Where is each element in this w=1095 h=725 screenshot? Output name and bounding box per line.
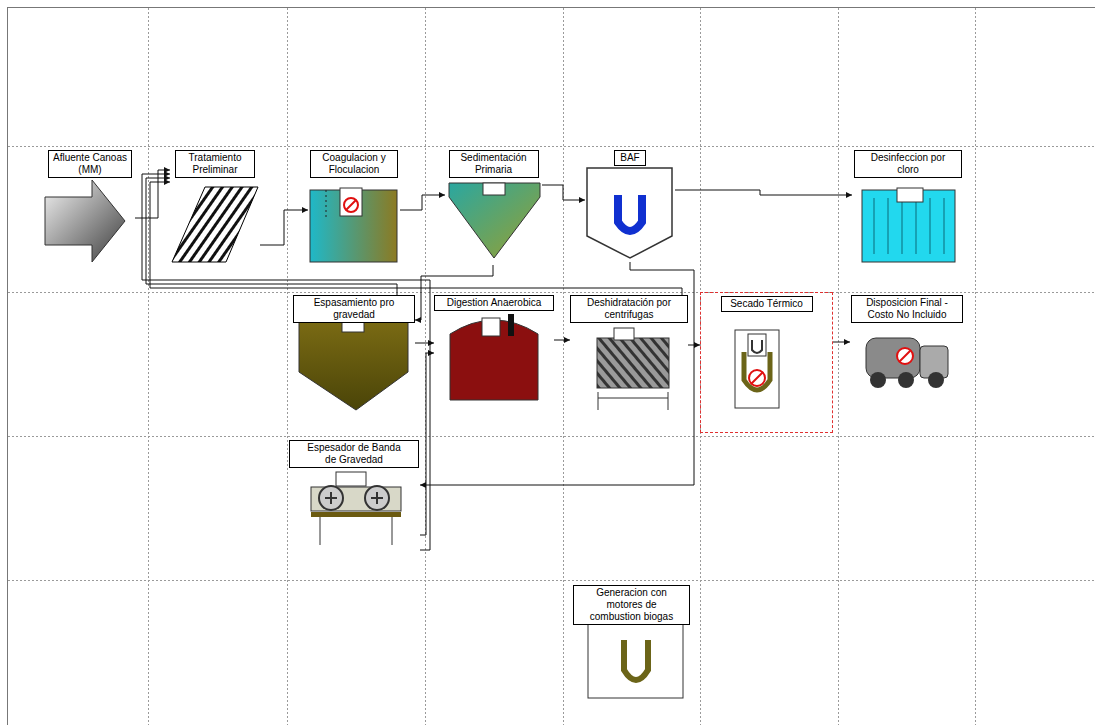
unit-label: Digestion Anaerobica: [434, 295, 554, 311]
flow-line: [420, 262, 694, 485]
centrifuge-symbol: [597, 328, 669, 410]
chlorine-tank: [862, 188, 955, 262]
process-unit: Disposicion Final - Costo No Incluido: [850, 295, 964, 387]
belt-thickener: [311, 472, 401, 545]
unit-label: Disposicion Final - Costo No Incluido: [851, 295, 963, 323]
unit-label: Coagulacion y Floculacion: [310, 150, 398, 178]
unit-label: Deshidratación por centrifugas: [570, 295, 688, 323]
flow-line: [415, 343, 434, 344]
flow-line: [135, 170, 170, 218]
process-unit: Espasamiento pro gravedad: [293, 295, 415, 415]
process-unit: Generacion con motores de combustion bio…: [573, 585, 690, 699]
truck-symbol: [866, 338, 948, 388]
unit-label: Tratamiento Preliminar: [175, 150, 255, 178]
flow-line: [833, 342, 850, 343]
flow-line: [415, 265, 493, 320]
unit-label: Sedimentación Primaria: [449, 150, 539, 178]
gravity-thickener: [299, 318, 408, 410]
flow-line: [146, 178, 397, 295]
process-unit: BAF: [585, 150, 675, 262]
process-unit: Coagulacion y Floculacion: [308, 150, 400, 265]
unit-label: Espasamiento pro gravedad: [293, 295, 415, 323]
unit-label: Desinfeccion por cloro: [854, 150, 962, 178]
flow-line: [688, 345, 700, 346]
unit-label: Afluente Canoas (MM): [48, 150, 132, 178]
unit-label: BAF: [614, 150, 646, 166]
process-unit: Sedimentación Primaria: [445, 150, 542, 265]
flow-line: [542, 185, 585, 200]
thermal-dryer: [735, 330, 779, 408]
flow-line: [142, 174, 430, 550]
digester-symbol: [450, 314, 538, 400]
flow-line: [554, 340, 570, 341]
influent-symbol: [45, 180, 125, 262]
process-unit: Digestion Anaerobica: [434, 295, 554, 403]
unit-label: Secado Térmico: [721, 296, 813, 312]
process-unit: Secado Térmico: [700, 292, 833, 433]
screen-symbol: [172, 187, 258, 262]
flow-line: [675, 190, 852, 195]
flow-line: [420, 353, 434, 535]
flow-line: [400, 195, 445, 210]
process-unit: Desinfeccion por cloro: [852, 150, 964, 265]
frame: [8, 8, 1095, 725]
process-unit: Espesador de Banda de Gravedad: [288, 440, 420, 558]
flow-line: [150, 182, 682, 295]
process-unit: Deshidratación por centrifugas: [570, 295, 688, 413]
process-unit: Tratamiento Preliminar: [170, 150, 260, 265]
coagulation-tank: [310, 188, 397, 262]
clarifier-symbol: [449, 183, 540, 258]
flow-line: [260, 210, 308, 245]
unit-label: Espesador de Banda de Gravedad: [289, 440, 419, 468]
grid: [8, 8, 1095, 725]
baf-symbol: [587, 168, 672, 258]
unit-label: Generacion con motores de combustion bio…: [573, 585, 690, 625]
process-unit: Afluente Canoas (MM): [45, 150, 135, 265]
